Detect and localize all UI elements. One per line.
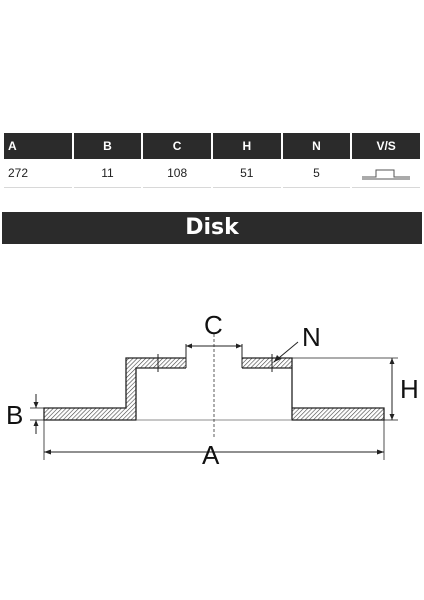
- value-c: 108: [143, 159, 211, 188]
- header-vs: V/S: [352, 133, 420, 159]
- label-h: H: [400, 374, 419, 404]
- label-b: B: [6, 400, 23, 430]
- value-a: 272: [4, 159, 72, 188]
- label-a: A: [202, 440, 220, 470]
- brake-disc-diagram: C N H B A: [6, 310, 419, 470]
- center-bore: [186, 356, 242, 370]
- value-vs: [352, 159, 420, 188]
- header-c: C: [143, 133, 211, 159]
- header-b: B: [73, 133, 142, 159]
- c-arrow-right: [236, 343, 242, 349]
- a-arrow-right: [377, 449, 384, 455]
- h-arrow-top: [389, 358, 395, 364]
- solid-disc-profile-icon: [362, 169, 411, 180]
- b-arrow-top: [33, 402, 39, 408]
- b-arrow-bottom: [33, 420, 39, 426]
- value-n: 5: [282, 159, 351, 188]
- header-h: H: [212, 133, 281, 159]
- label-n: N: [302, 322, 321, 352]
- value-h: 51: [212, 159, 281, 188]
- h-arrow-bottom: [389, 414, 395, 420]
- spec-header-row: A B C H N V/S: [4, 133, 420, 159]
- spec-table: A B C H N V/S 272 11 108 51 5: [2, 133, 422, 188]
- spec-value-row: 272 11 108 51 5: [4, 159, 420, 188]
- header-a: A: [4, 133, 72, 159]
- header-n: N: [282, 133, 351, 159]
- n-arrow: [274, 355, 281, 362]
- c-arrow-left: [186, 343, 192, 349]
- value-b: 11: [73, 159, 142, 188]
- section-title: Disk: [2, 212, 422, 244]
- label-c: C: [204, 310, 223, 340]
- a-arrow-left: [44, 449, 51, 455]
